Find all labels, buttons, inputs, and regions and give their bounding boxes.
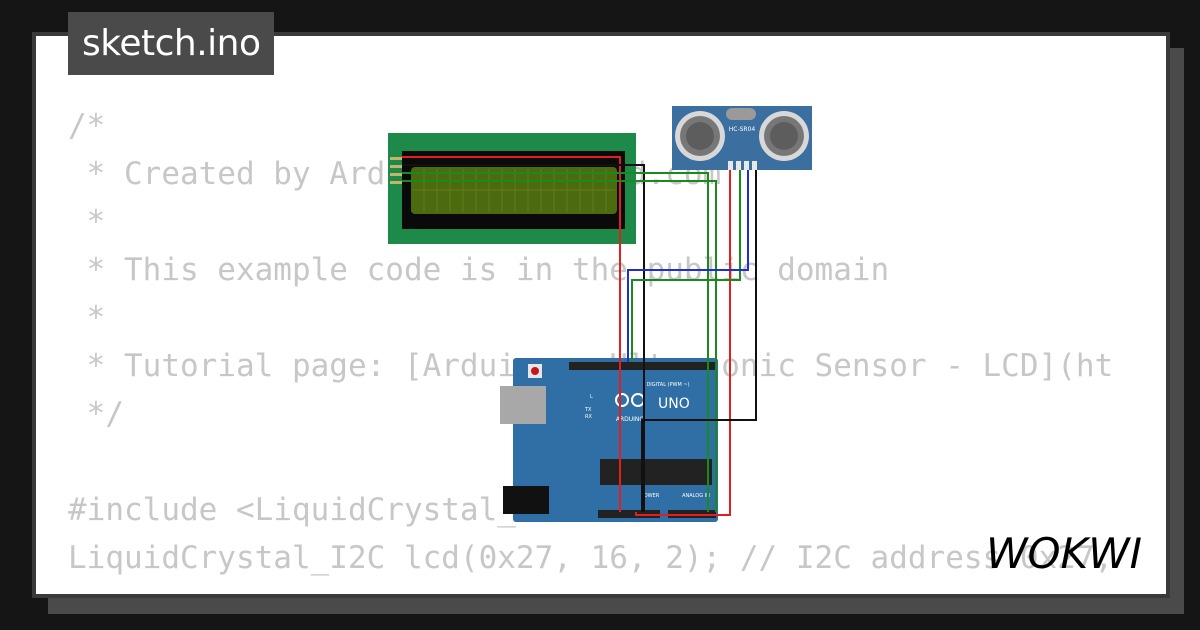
file-name-tab[interactable]: sketch.ino: [68, 12, 275, 75]
wire-sensor-gnd: [641, 170, 757, 512]
usb-connector: [500, 386, 546, 424]
led-tx-label: TX: [584, 407, 592, 413]
wokwi-logo: WOKWI: [986, 529, 1142, 578]
board-model-label: UNO: [658, 396, 690, 412]
code-line: /*: [68, 108, 106, 144]
power-jack: [503, 486, 549, 514]
lcd-display[interactable]: [388, 133, 636, 244]
atmega-chip: [600, 459, 712, 485]
sensor-label: HC-SR04: [729, 126, 756, 133]
power-header-label: POWER: [641, 493, 660, 499]
wire-gnd: [402, 164, 645, 512]
sensor-pins: [728, 161, 757, 170]
board-brand-label: ARDUINO: [616, 416, 645, 423]
code-line: LiquidCrystal_I2C lcd(0x27, 16, 2); // I…: [68, 540, 1114, 576]
digital-header-label: DIGITAL (PWM ~): [646, 382, 689, 388]
lcd-pins: [390, 157, 402, 184]
wire-sda: [402, 172, 709, 512]
code-line: *: [68, 204, 106, 240]
wire-sensor-vcc: [635, 170, 731, 516]
wokwi-logo-text: WOKWI: [986, 529, 1142, 578]
wire-vcc: [402, 156, 621, 512]
led-rx-label: RX: [585, 414, 592, 420]
sensor-crystal: [726, 108, 756, 120]
wire-sensor-trig: [631, 170, 741, 362]
code-line: *: [68, 300, 106, 336]
infinity-logo: [615, 393, 629, 407]
analog-header-label: ANALOG IN: [682, 493, 710, 499]
arduino-uno-board[interactable]: UNO ARDUINO DIGITAL (PWM ~) ANALOG IN PO…: [500, 358, 718, 522]
wire-scl: [402, 180, 717, 512]
led-l-label: L: [590, 394, 593, 400]
wire-sensor-echo: [627, 170, 749, 362]
lcd-char-grid: [413, 169, 615, 212]
ultrasonic-sensor[interactable]: HC-SR04: [672, 106, 812, 170]
code-line: */: [68, 396, 124, 432]
wires: [402, 156, 757, 516]
power-header: [598, 510, 660, 518]
